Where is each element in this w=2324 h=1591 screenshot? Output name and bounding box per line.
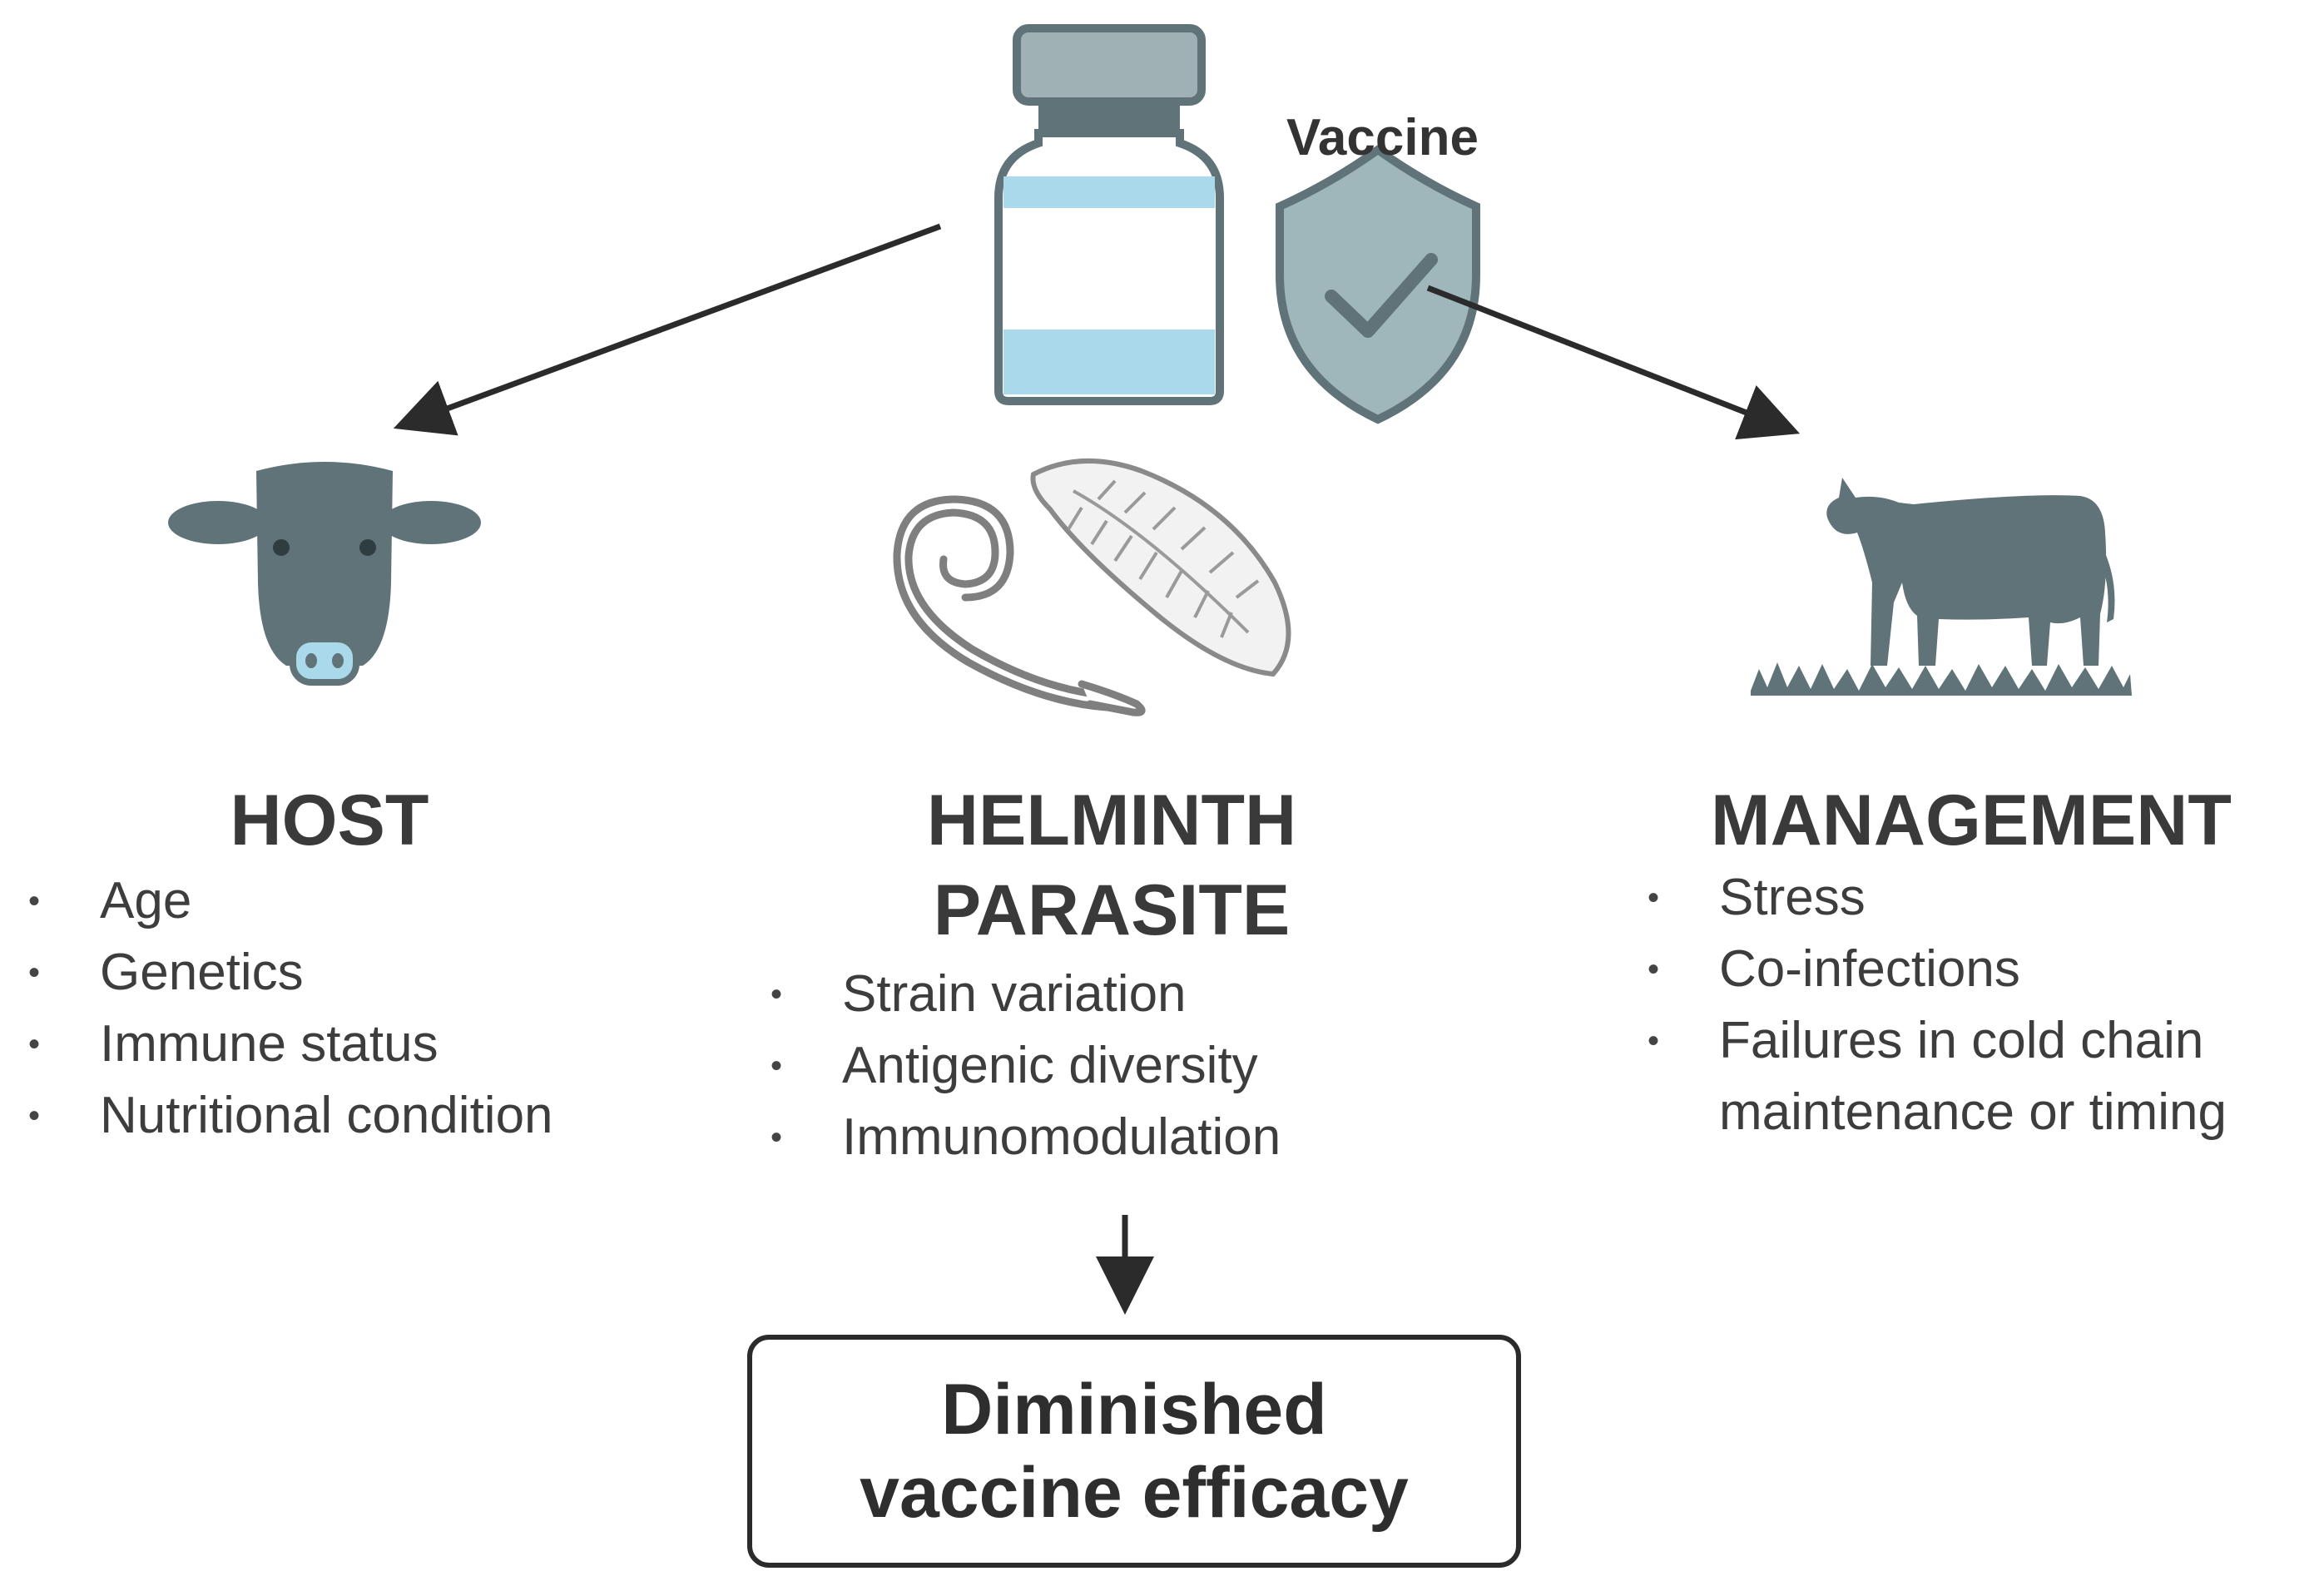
shield-check-icon [1276, 144, 1480, 424]
list-item: Stress [1648, 862, 2227, 934]
list-item: Antigenic diversity [771, 1030, 1281, 1102]
management-heading-line: MANAGEMENT [1711, 781, 2232, 860]
host-heading: HOST [146, 776, 513, 865]
outcome-line: vaccine efficacy [860, 1453, 1409, 1533]
outcome-box: Diminished vaccine efficacy [747, 1335, 1521, 1568]
host-factor-list: Age Genetics Immune status Nutritional c… [28, 865, 553, 1152]
helminth-heading-line: HELMINTH [926, 781, 1297, 860]
vaccine-label: Vaccine [1286, 109, 1479, 166]
management-heading: MANAGEMENT [1711, 776, 2310, 865]
list-item: Nutritional condition [28, 1080, 553, 1152]
host-heading-line: HOST [230, 781, 429, 860]
list-item: Immunomodulation [771, 1102, 1281, 1173]
liver-fluke-icon [1030, 458, 1291, 677]
management-factor-list: Stress Co-infections Failures in cold ch… [1648, 862, 2227, 1148]
arrow-to-host [393, 223, 942, 436]
outcome-text: Diminished vaccine efficacy [860, 1368, 1409, 1534]
list-item: Age [28, 865, 553, 937]
vaccine-bottle-icon [994, 24, 1224, 405]
list-item: Strain variation [771, 959, 1281, 1030]
helminth-heading-line: PARASITE [933, 870, 1291, 950]
outcome-line: Diminished [941, 1370, 1327, 1450]
helminth-factor-list: Strain variation Antigenic diversity Imm… [771, 959, 1281, 1173]
list-item: Immune status [28, 1009, 553, 1080]
list-item: Co-infections [1648, 934, 2227, 1005]
list-item: Genetics [28, 937, 553, 1009]
list-item: Failures in cold chain [1648, 1005, 2227, 1077]
cow-head-icon [168, 462, 481, 686]
helminth-heading: HELMINTH PARASITE [862, 776, 1361, 955]
helminth-worm-icon [893, 495, 1146, 716]
list-item: maintenance or timing [1719, 1083, 2227, 1141]
arrow-to-management [1426, 285, 1801, 440]
grazing-cow-icon [1751, 478, 2132, 696]
